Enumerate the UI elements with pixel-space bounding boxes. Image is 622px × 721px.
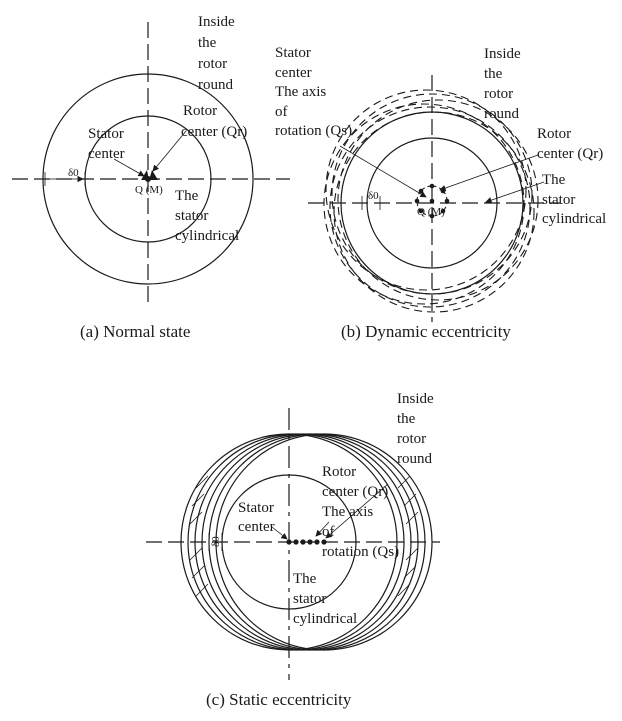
svg-text:cylindrical: cylindrical <box>175 228 239 244</box>
rotor-center-label: Rotor center (Qr) <box>537 126 603 162</box>
svg-text:the: the <box>198 35 217 51</box>
q-label: Q (M) <box>417 206 445 218</box>
svg-text:center (Qr): center (Qr) <box>537 146 603 162</box>
svg-text:the: the <box>484 66 503 82</box>
ring-hatching <box>189 475 419 597</box>
inside-rotor-round-label: Inside the rotor round <box>397 391 434 467</box>
delta-label: δ0 <box>368 190 379 202</box>
svg-text:center (Qr): center (Qr) <box>322 484 388 500</box>
caption-a: (a) Normal state <box>80 322 190 341</box>
svg-text:of: of <box>275 104 288 120</box>
inside-rotor-round-label: Inside the rotor round <box>484 46 521 122</box>
svg-text:Rotor: Rotor <box>322 464 356 480</box>
rotor-center-axis-label: Rotor center (Qr) The axis of rotation (… <box>322 464 399 560</box>
svg-text:Stator: Stator <box>88 126 124 142</box>
panel-c-static-eccentricity: δ0 Inside the rotor round Rotor center (… <box>146 391 440 709</box>
svg-text:rotation (Qs): rotation (Qs) <box>275 123 352 139</box>
svg-text:The: The <box>293 571 317 587</box>
svg-text:The: The <box>542 172 566 188</box>
svg-text:stator: stator <box>175 208 208 224</box>
stator-cylindrical-label: The stator cylindrical <box>293 571 357 627</box>
svg-text:round: round <box>198 77 233 93</box>
stator-cylindrical-label: The stator cylindrical <box>542 172 606 227</box>
svg-text:Inside: Inside <box>198 14 235 30</box>
svg-text:center: center <box>275 65 312 81</box>
svg-text:Stator: Stator <box>238 500 274 516</box>
svg-text:Rotor: Rotor <box>537 126 571 142</box>
svg-text:cylindrical: cylindrical <box>542 211 606 227</box>
svg-text:of: of <box>322 524 335 540</box>
svg-text:The axis: The axis <box>322 504 373 520</box>
svg-text:center: center <box>238 519 275 535</box>
shifted-rotor-circles <box>323 89 539 313</box>
svg-text:cylindrical: cylindrical <box>293 611 357 627</box>
svg-text:rotor: rotor <box>198 56 227 72</box>
rotor-center-label: Rotor center (Qr) <box>181 103 247 140</box>
panel-b-dynamic-eccentricity: Q (M) δ0 Stator center The axis of rotat… <box>275 45 606 341</box>
svg-text:Inside: Inside <box>397 391 434 407</box>
svg-text:rotor: rotor <box>397 431 426 447</box>
svg-text:center: center <box>88 146 125 162</box>
inside-rotor-round-label: Inside the rotor round <box>198 14 235 93</box>
stator-center-label: Stator center <box>238 500 275 535</box>
svg-text:stator: stator <box>542 192 575 208</box>
svg-text:Rotor: Rotor <box>183 103 217 119</box>
svg-text:round: round <box>484 106 519 122</box>
svg-text:The axis: The axis <box>275 84 326 100</box>
svg-text:Stator: Stator <box>275 45 311 61</box>
stator-center-axis-label: Stator center The axis of rotation (Qs) <box>275 45 352 139</box>
stator-cylindrical-label: The stator cylindrical <box>175 188 239 244</box>
panel-a-normal-state: δ0 Q (M) Inside the rotor round Rotor ce… <box>12 14 290 341</box>
svg-text:Inside: Inside <box>484 46 521 62</box>
q-label: Q (M) <box>135 184 163 196</box>
delta-label: δ0 <box>210 536 222 547</box>
caption-c: (c) Static eccentricity <box>206 690 352 709</box>
svg-text:stator: stator <box>293 591 326 607</box>
svg-text:The: The <box>175 188 199 204</box>
svg-text:rotation (Qs): rotation (Qs) <box>322 544 399 560</box>
caption-b: (b) Dynamic eccentricity <box>341 322 511 341</box>
stator-center-label: Stator center <box>88 126 125 162</box>
center-dots <box>286 539 327 545</box>
delta-label: δ0 <box>68 167 79 179</box>
svg-text:center (Qr): center (Qr) <box>181 124 247 140</box>
svg-text:round: round <box>397 451 432 467</box>
svg-text:the: the <box>397 411 416 427</box>
svg-text:rotor: rotor <box>484 86 513 102</box>
